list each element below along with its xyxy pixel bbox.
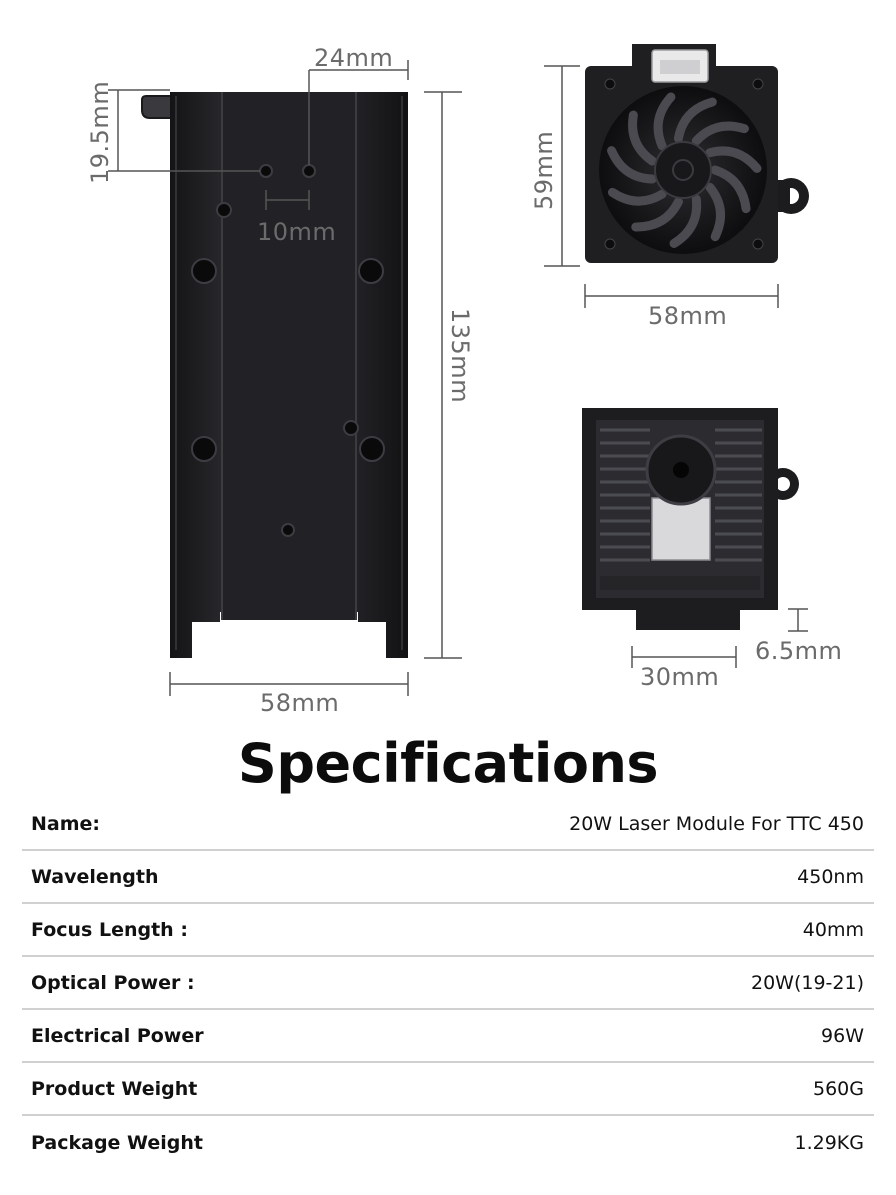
page-title: Specifications bbox=[237, 732, 659, 795]
dim-nozzle-height: 6.5mm bbox=[755, 637, 842, 665]
bottom-dimension-lines bbox=[631, 608, 808, 668]
spec-value: 20W Laser Module For TTC 450 bbox=[569, 812, 864, 835]
spec-row: Name: 20W Laser Module For TTC 450 bbox=[22, 798, 874, 851]
dim-top-from-edge: 19.5mm bbox=[86, 81, 114, 184]
spec-value: 40mm bbox=[802, 918, 864, 941]
laser-module-dimension-diagram: 24mm 19.5mm 10mm 135mm 58mm 59mm 58mm bbox=[86, 44, 842, 717]
spec-row: Electrical Power 96W bbox=[22, 1010, 874, 1063]
dim-width-front: 58mm bbox=[260, 689, 339, 717]
dim-fan-width: 58mm bbox=[648, 302, 727, 330]
spec-label: Wavelength bbox=[31, 865, 159, 888]
spec-value: 20W(19-21) bbox=[751, 971, 864, 994]
spec-label: Product Weight bbox=[31, 1077, 198, 1100]
dim-hole-spacing: 10mm bbox=[257, 218, 336, 246]
spec-row: Product Weight 560G bbox=[22, 1063, 874, 1116]
spec-row: Focus Length : 40mm bbox=[22, 904, 874, 957]
spec-label: Package Weight bbox=[31, 1131, 203, 1154]
spec-value: 1.29KG bbox=[794, 1131, 865, 1154]
spec-row: Package Weight 1.29KG bbox=[22, 1116, 874, 1169]
spec-label: Electrical Power bbox=[31, 1024, 204, 1047]
spec-label: Optical Power : bbox=[31, 971, 195, 994]
module-top-view bbox=[585, 44, 809, 263]
dim-top-hole-offset: 24mm bbox=[314, 44, 393, 72]
dim-nozzle-width: 30mm bbox=[640, 663, 719, 691]
spec-value: 450nm bbox=[797, 865, 864, 888]
spec-row: Wavelength 450nm bbox=[22, 851, 874, 904]
spec-row: Optical Power : 20W(19-21) bbox=[22, 957, 874, 1010]
spec-label: Name: bbox=[31, 812, 101, 835]
spec-value: 96W bbox=[821, 1024, 864, 1047]
spec-value: 560G bbox=[813, 1077, 864, 1100]
spec-label: Focus Length : bbox=[31, 918, 188, 941]
top-dimension-lines bbox=[544, 65, 779, 308]
dim-fan-height: 59mm bbox=[530, 131, 558, 210]
module-bottom-view bbox=[582, 408, 799, 630]
dim-length: 135mm bbox=[446, 308, 474, 403]
front-dimension-lines bbox=[108, 60, 462, 696]
module-front-view bbox=[141, 92, 408, 658]
